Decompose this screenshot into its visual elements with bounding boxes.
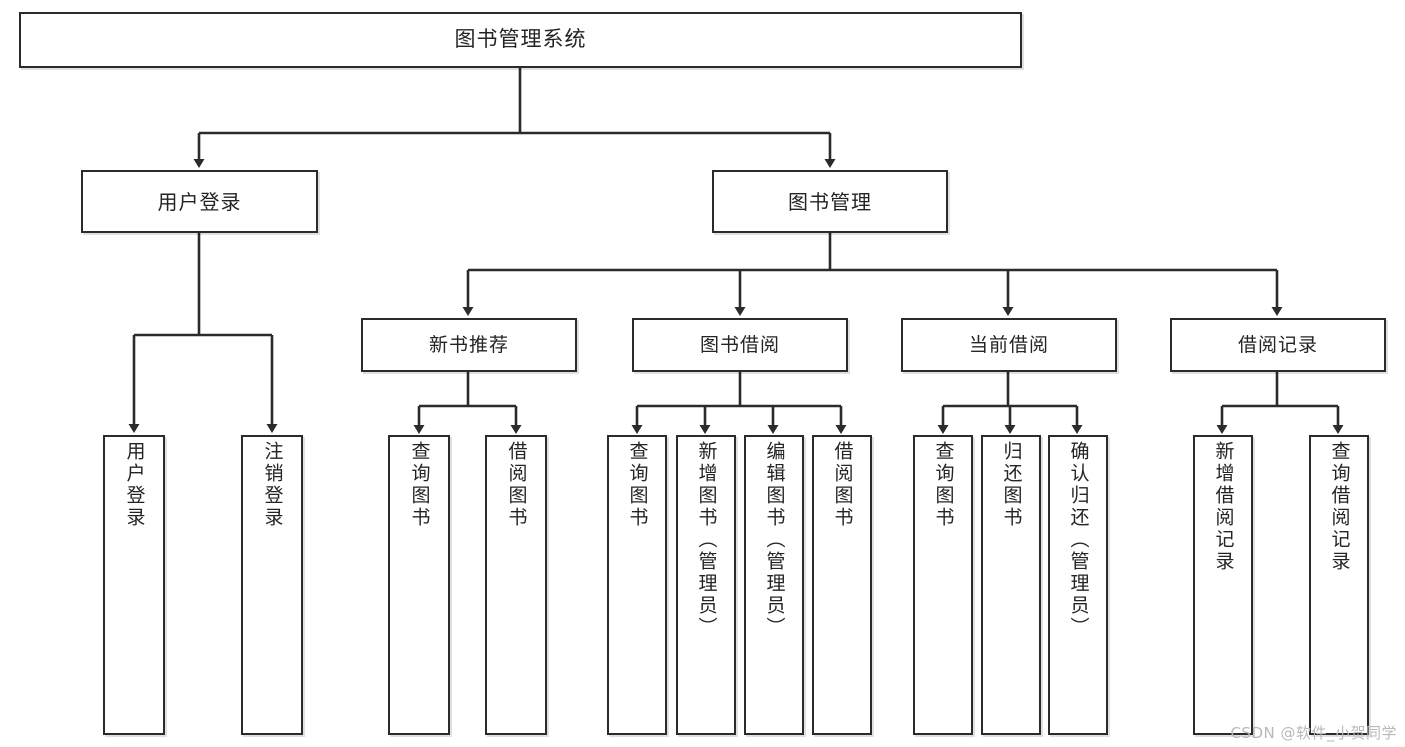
node-leaf-confirm-return-label: 确认归还（管理员）	[1067, 441, 1090, 639]
node-leaf-add-record-label: 新增借阅记录	[1212, 441, 1235, 573]
node-leaf-confirm-return[interactable]: 确认归还（管理员）	[1048, 435, 1108, 735]
node-leaf-query-book-3[interactable]: 查询图书	[913, 435, 973, 735]
node-book-manage[interactable]: 图书管理	[712, 170, 948, 233]
node-current-borrow-label: 当前借阅	[968, 333, 1049, 356]
node-leaf-query-record[interactable]: 查询借阅记录	[1309, 435, 1369, 735]
node-user-login-label: 用户登录	[157, 189, 242, 214]
node-leaf-add-book-label: 新增图书（管理员）	[695, 441, 718, 639]
csdn-watermark: CSDN @软件_小贺同学	[1230, 724, 1397, 742]
node-leaf-user-logout-label: 注销登录	[261, 441, 284, 529]
node-leaf-user-logout[interactable]: 注销登录	[241, 435, 303, 735]
node-borrow-record-label: 借阅记录	[1237, 333, 1318, 356]
node-leaf-query-book-1[interactable]: 查询图书	[388, 435, 450, 735]
node-leaf-return-book-label: 归还图书	[1000, 441, 1023, 529]
node-root-label: 图书管理系统	[454, 27, 587, 52]
node-new-book-rec-label: 新书推荐	[428, 333, 509, 356]
node-leaf-query-book-3-label: 查询图书	[932, 441, 955, 529]
node-book-borrow[interactable]: 图书借阅	[632, 318, 848, 372]
node-leaf-query-record-label: 查询借阅记录	[1328, 441, 1351, 573]
node-borrow-record[interactable]: 借阅记录	[1170, 318, 1386, 372]
node-leaf-edit-book-label: 编辑图书（管理员）	[763, 441, 786, 639]
node-leaf-query-book-2[interactable]: 查询图书	[607, 435, 667, 735]
node-new-book-rec[interactable]: 新书推荐	[361, 318, 577, 372]
node-current-borrow[interactable]: 当前借阅	[901, 318, 1117, 372]
node-leaf-borrow-book-1-label: 借阅图书	[505, 441, 528, 529]
node-leaf-user-login-label: 用户登录	[123, 441, 146, 529]
node-leaf-add-book[interactable]: 新增图书（管理员）	[676, 435, 736, 735]
node-book-manage-label: 图书管理	[788, 189, 872, 214]
node-leaf-add-record[interactable]: 新增借阅记录	[1193, 435, 1253, 735]
node-user-login[interactable]: 用户登录	[81, 170, 318, 233]
node-leaf-user-login[interactable]: 用户登录	[103, 435, 165, 735]
node-leaf-return-book[interactable]: 归还图书	[981, 435, 1041, 735]
node-leaf-query-book-1-label: 查询图书	[408, 441, 431, 529]
node-leaf-borrow-book-2-label: 借阅图书	[831, 441, 854, 529]
node-leaf-query-book-2-label: 查询图书	[626, 441, 649, 529]
node-leaf-borrow-book-1[interactable]: 借阅图书	[485, 435, 547, 735]
node-leaf-borrow-book-2[interactable]: 借阅图书	[812, 435, 872, 735]
node-root[interactable]: 图书管理系统	[19, 12, 1022, 68]
node-leaf-edit-book[interactable]: 编辑图书（管理员）	[744, 435, 804, 735]
node-book-borrow-label: 图书借阅	[699, 333, 780, 356]
